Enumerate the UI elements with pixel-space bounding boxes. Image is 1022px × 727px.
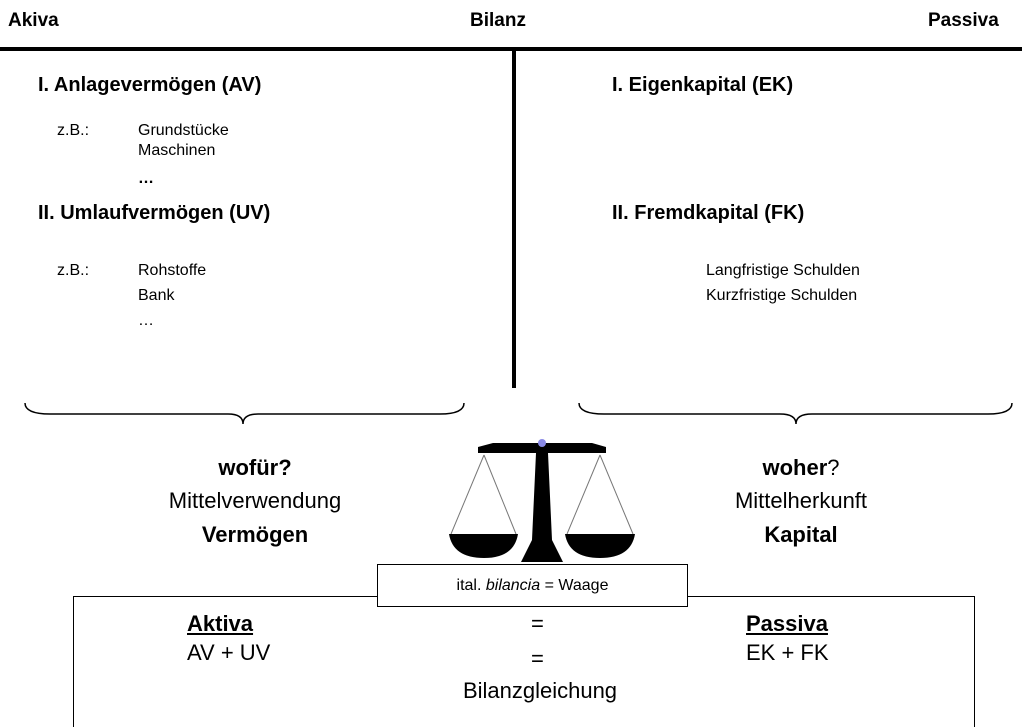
equals-sign: = <box>531 646 544 671</box>
left-brace <box>24 402 465 425</box>
etymology-note: ital. bilancia = Waage <box>377 564 688 607</box>
aktiva-heading: Aktiva <box>187 611 254 636</box>
fk-item: Langfristige Schulden <box>706 262 860 279</box>
header-right-label: Passiva <box>928 10 999 31</box>
header-left-label: Akiva <box>8 10 59 31</box>
right-question: woher? <box>686 455 916 481</box>
right-question-word: woher <box>762 455 828 480</box>
uv-example-label: z.B.: <box>57 262 90 279</box>
note-word: bilancia <box>485 577 541 594</box>
equals-sign: = <box>531 611 544 636</box>
av-example-label: z.B.: <box>57 122 90 139</box>
left-line2: Vermögen <box>201 522 309 547</box>
uv-more: … <box>138 312 154 329</box>
av-item: Maschinen <box>138 142 216 159</box>
uv-item: Rohstoffe <box>138 262 207 279</box>
equation-caption: Bilanzgleichung <box>462 678 618 703</box>
note-prefix: ital. <box>456 577 486 594</box>
av-item: Grundstücke <box>138 122 229 139</box>
uv-title: II. Umlaufvermögen (UV) <box>38 202 271 224</box>
right-brace <box>578 402 1013 425</box>
left-line1: Mittelverwendung <box>168 488 342 513</box>
ek-title: I. Eigenkapital (EK) <box>612 74 794 96</box>
uv-item: Bank <box>138 287 175 304</box>
t-account-divider <box>512 51 516 388</box>
t-account-top-line <box>0 47 1022 51</box>
scale-icon <box>449 439 635 562</box>
right-question-mark: ? <box>827 455 840 480</box>
aktiva-formula: AV + UV <box>187 640 271 665</box>
note-suffix: = Waage <box>540 577 609 594</box>
fk-item: Kurzfristige Schulden <box>706 287 858 304</box>
page-title: Bilanz <box>470 10 526 31</box>
fk-title: II. Fremdkapital (FK) <box>612 202 805 224</box>
av-more: … <box>138 170 154 187</box>
av-title: I. Anlagevermögen (AV) <box>38 74 262 96</box>
right-line2: Kapital <box>764 522 838 547</box>
right-line1: Mittelherkunft <box>734 488 868 513</box>
left-question: wofür? <box>218 455 292 480</box>
passiva-heading: Passiva <box>746 611 828 636</box>
passiva-formula: EK + FK <box>746 640 829 665</box>
